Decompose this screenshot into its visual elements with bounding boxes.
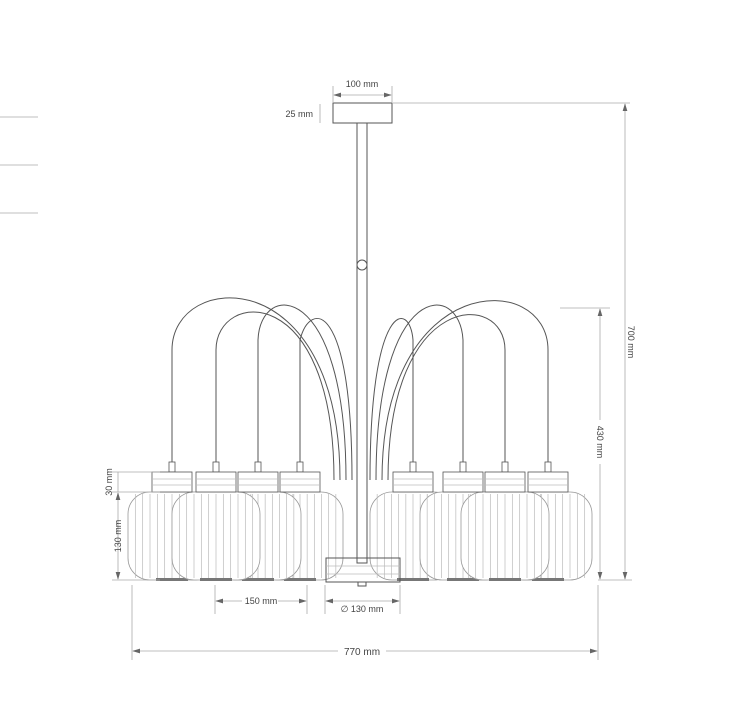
socket [195, 461, 237, 493]
socket [392, 461, 434, 493]
socket [279, 461, 321, 493]
dim-canopy-height: 25 mm [285, 104, 321, 123]
dim-shade-height: 130 mm [112, 491, 160, 581]
socket [484, 461, 526, 493]
socket [237, 461, 279, 493]
dim-total-height: 700 mm [392, 102, 636, 580]
total-height-label: 700 mm [626, 326, 636, 359]
center-base [325, 557, 401, 587]
socket [527, 461, 569, 493]
shade-width-label: 150 mm [245, 596, 278, 606]
socket [151, 461, 193, 493]
front-shade [460, 491, 550, 581]
dim-base-diameter: ∅ 130 mm [324, 585, 401, 614]
total-width-label: 770 mm [344, 647, 380, 658]
body-height-label: 430 mm [595, 426, 605, 459]
canopy-width-label: 100 mm [346, 79, 379, 89]
base-diameter-label: ∅ 130 mm [341, 604, 384, 614]
shades [127, 461, 593, 581]
front-shade [171, 491, 261, 581]
dim-canopy-width: 100 mm [332, 79, 393, 102]
dim-total-width: 770 mm [131, 585, 599, 660]
back-arms [257, 304, 464, 481]
dim-shade-width: 150 mm [214, 585, 308, 614]
left-edge-lines [0, 116, 38, 214]
shade-height-label: 130 mm [113, 520, 123, 553]
front-arms [171, 297, 549, 481]
socket-height-label: 30 mm [104, 468, 114, 496]
dim-body-height: 430 mm [560, 307, 632, 581]
socket [442, 461, 484, 493]
canopy [332, 102, 393, 564]
canopy-height-label: 25 mm [285, 109, 313, 119]
dim-socket-height: 30 mm [104, 468, 160, 496]
